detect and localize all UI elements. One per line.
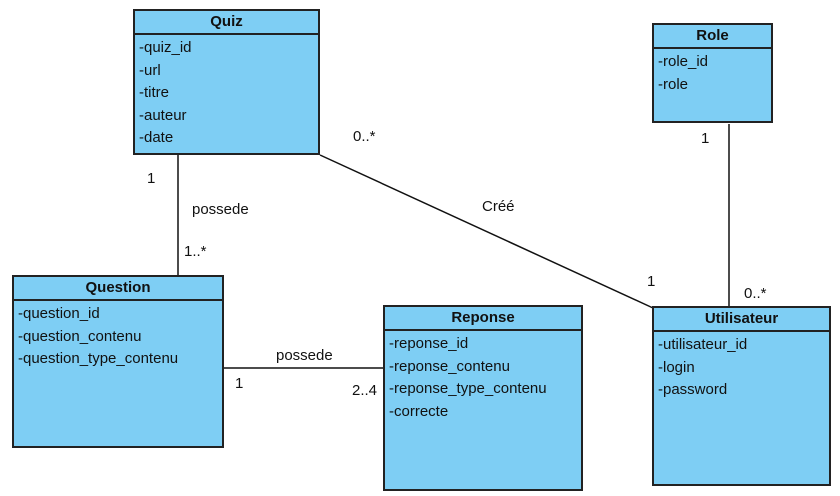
attribute-reponse-id: -reponse_id [389, 335, 469, 352]
association-name-quiz-question: possede [192, 201, 249, 218]
class-reponse-attributes: -reponse_id -reponse_contenu -reponse_ty… [385, 331, 581, 425]
attribute-question-type-contenu: -question_type_contenu [18, 350, 179, 367]
attribute-login: -login [658, 358, 695, 376]
class-quiz-attributes: -quiz_id -url -titre -auteur -date [135, 35, 318, 152]
attribute-quiz-id: -quiz_id [139, 39, 192, 56]
attribute-correcte: -correcte [389, 402, 449, 420]
attribute-titre: -titre [139, 84, 169, 101]
multiplicity-question-reponse-question-end: 1 [235, 375, 244, 392]
class-role[interactable]: Role -role_id -role [652, 23, 773, 123]
class-question[interactable]: Question -question_id -question_contenu … [12, 275, 224, 448]
multiplicity-question-reponse-reponse-end: 2..4 [352, 382, 378, 399]
attribute-auteur: -auteur [139, 106, 187, 124]
class-question-name: Question [14, 277, 222, 301]
attribute-password: -password [658, 381, 728, 398]
association-name-question-reponse: possede [276, 347, 333, 364]
multiplicity-role-utilisateur-role-end: 1 [701, 130, 710, 147]
attribute-utilisateur-id: -utilisateur_id [658, 336, 748, 353]
class-reponse[interactable]: Reponse -reponse_id -reponse_contenu -re… [383, 305, 583, 491]
class-utilisateur[interactable]: Utilisateur -utilisateur_id -login -pass… [652, 306, 831, 486]
attribute-reponse-type-contenu: -reponse_type_contenu [389, 380, 547, 397]
class-question-attributes: -question_id -question_contenu -question… [14, 301, 222, 373]
attribute-role: -role [658, 75, 689, 93]
multiplicity-quiz-utilisateur-quiz-end: 0..* [353, 128, 376, 145]
class-role-attributes: -role_id -role [654, 49, 771, 98]
attribute-date: -date [139, 129, 174, 146]
multiplicity-role-utilisateur-utilisateur-end: 0..* [744, 285, 767, 302]
multiplicity-quiz-utilisateur-utilisateur-end: 1 [647, 273, 656, 290]
multiplicity-quiz-question-question-end: 1..* [184, 243, 207, 260]
multiplicity-quiz-question-quiz-end: 1 [147, 170, 156, 187]
attribute-role-id: -role_id [658, 53, 709, 70]
attribute-question-contenu: -question_contenu [18, 327, 142, 345]
class-reponse-name: Reponse [385, 307, 581, 331]
class-quiz[interactable]: Quiz -quiz_id -url -titre -auteur -date [133, 9, 320, 155]
class-quiz-name: Quiz [135, 11, 318, 35]
attribute-reponse-contenu: -reponse_contenu [389, 357, 510, 375]
class-utilisateur-attributes: -utilisateur_id -login -password [654, 332, 829, 404]
association-name-quiz-utilisateur: Créé [482, 198, 515, 215]
class-role-name: Role [654, 25, 771, 49]
class-utilisateur-name: Utilisateur [654, 308, 829, 332]
attribute-question-id: -question_id [18, 305, 100, 322]
line-quiz-utilisateur [319, 154, 654, 309]
attribute-url: -url [139, 61, 161, 79]
